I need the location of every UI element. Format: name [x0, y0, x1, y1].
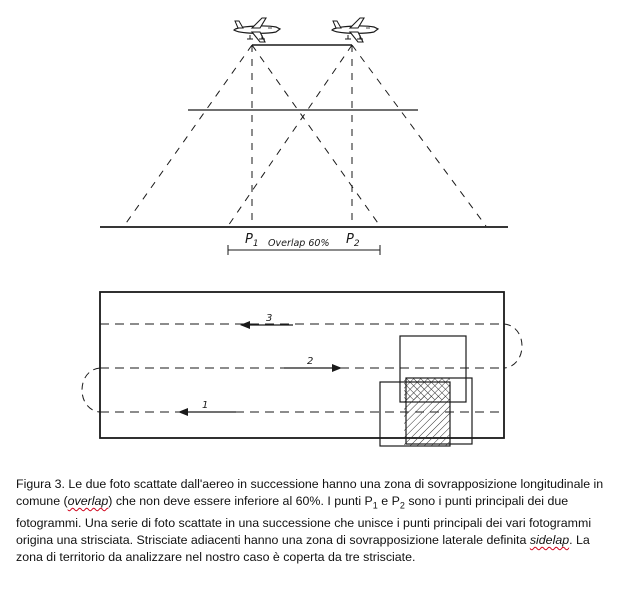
cone-right-outer	[351, 44, 487, 227]
arrow-head-2	[332, 364, 342, 372]
photo-frame-strip-1-b	[405, 377, 473, 445]
overlap-diagram: P1 P2 Overlap 60%	[100, 17, 508, 255]
overlap-term: overlap	[67, 494, 109, 509]
airplane-left-icon	[233, 17, 281, 43]
overlap-label: Overlap 60%	[268, 238, 329, 249]
cone-left-outer	[123, 44, 253, 227]
figure-caption: Figura 3. Le due foto scattate dall'aere…	[16, 477, 604, 565]
sidelap-term: sidelap	[529, 533, 570, 548]
turn-loop-left	[81, 367, 101, 413]
arrow-head-3	[240, 321, 250, 329]
strips-diagram: 3 2 1	[81, 291, 523, 447]
p1-label: P1	[245, 232, 259, 249]
turn-loop-right	[503, 323, 523, 369]
cone-right-inner	[227, 44, 353, 227]
sidelap-area	[404, 396, 450, 446]
photo-frame-strip-2	[399, 335, 467, 403]
strip-2-label: 2	[307, 356, 313, 367]
strip-3-label: 3	[266, 313, 272, 324]
aerial-photogrammetry-diagram: P1 P2 Overlap 60% 3 2 1	[81, 17, 523, 447]
photo-frame-strip-1-a	[379, 381, 451, 447]
overlap-sidelap-area	[404, 378, 450, 400]
airplane-right-icon	[331, 17, 379, 43]
arrow-head-1	[178, 408, 188, 416]
territory-rectangle	[99, 291, 505, 439]
p2-label: P2	[346, 232, 360, 249]
cone-left-inner	[251, 44, 381, 227]
strip-1-label: 1	[202, 400, 208, 411]
